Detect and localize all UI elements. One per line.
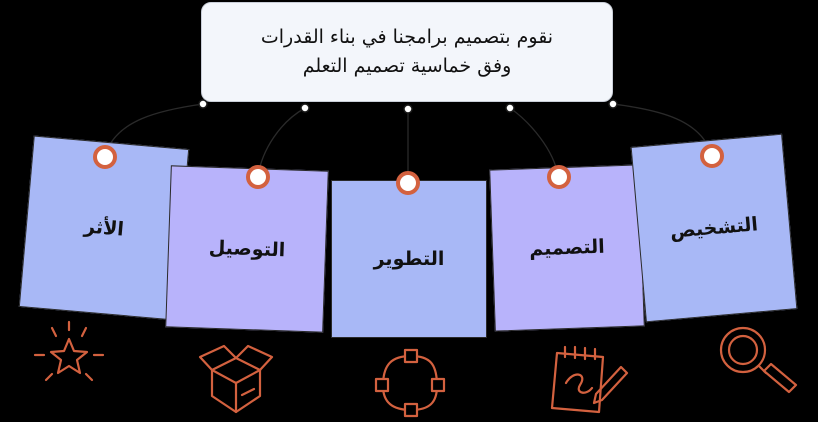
stage-panel-development: التطوير	[331, 180, 487, 338]
pin-delivery	[246, 165, 270, 189]
intro-callout: نقوم بتصميم برامجنا في بناء القدرات وفق …	[201, 2, 613, 102]
box-icon	[198, 344, 274, 414]
notepad-pencil-icon	[550, 345, 629, 414]
vector-path-icon	[374, 348, 446, 418]
magnifier-icon	[719, 326, 798, 394]
callout-dot-4	[505, 103, 515, 113]
pin-diagnosis	[700, 144, 724, 168]
callout-dot-3	[403, 104, 413, 114]
pin-impact	[93, 145, 117, 169]
callout-dot-2	[300, 103, 310, 113]
pin-development	[396, 171, 420, 195]
stage-label-development: التطوير	[373, 248, 445, 270]
callout-line-2: وفق خماسية تصميم التعلم	[302, 55, 512, 77]
callout-dot-5	[608, 99, 618, 109]
star-icon	[33, 320, 105, 382]
pin-design	[547, 165, 571, 189]
callout-dot-1	[198, 99, 208, 109]
callout-line-1: نقوم بتصميم برامجنا في بناء القدرات	[260, 26, 554, 48]
